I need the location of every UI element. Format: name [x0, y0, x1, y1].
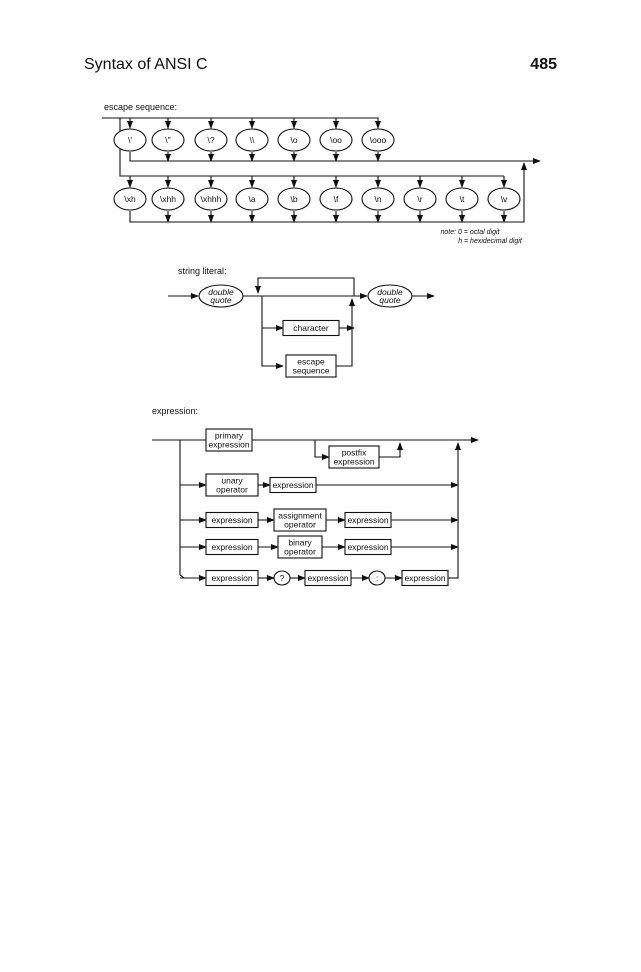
binary-operator-text: operator	[284, 547, 316, 557]
character-text: character	[293, 323, 329, 333]
colon-text: :	[376, 573, 378, 583]
expression-text: expression	[404, 573, 445, 583]
primary-expression-text: expression	[208, 440, 249, 450]
escape-sequence-text: escape	[297, 357, 325, 367]
string-literal-diagram: doublequotedoublequotecharacterescapeseq…	[168, 277, 435, 378]
escape-row1-item-text: \"	[165, 135, 170, 145]
connector-line	[129, 211, 504, 223]
page-number: 485	[530, 56, 557, 73]
escape-row2-item-oval	[403, 187, 437, 211]
escape-row2-item-oval	[445, 187, 479, 211]
expression-text: expression	[307, 573, 348, 583]
connector-line	[261, 296, 284, 331]
escape-row2-item-text: \xhh	[160, 194, 176, 204]
escape-row2-item-oval	[151, 187, 185, 211]
escape-row1-item-text: \\	[250, 135, 255, 145]
escape-row1-item-oval	[235, 128, 269, 152]
open-double-quote-text: quote	[210, 295, 232, 305]
escape-row1-item-oval	[151, 128, 185, 152]
escape-row1-item-oval	[319, 128, 353, 152]
escape-row2-item-text: \xhhh	[201, 194, 222, 204]
escape-row2-item-oval	[235, 187, 269, 211]
expression-text: expression	[272, 480, 313, 490]
escape-row2-item-oval	[361, 187, 395, 211]
unary-operator-text: operator	[216, 485, 248, 495]
escape-row1-item-oval	[113, 128, 147, 152]
connector-line	[129, 152, 541, 164]
escape-sequence-text: sequence	[293, 366, 330, 376]
escape-row2-item-oval	[487, 187, 521, 211]
note-octal: note: 0 = octal digit	[441, 229, 501, 236]
escape-row2-item-text: \t	[460, 194, 465, 204]
escape-row1-item-text: \'	[128, 135, 132, 145]
connector-line	[504, 162, 527, 223]
escape-row2-item-text: \a	[248, 194, 255, 204]
escape-row1-item-oval	[361, 128, 395, 152]
connector-line	[179, 440, 185, 579]
expression-text: expression	[211, 515, 252, 525]
escape-row2-item-text: \f	[334, 194, 339, 204]
question-mark-text: ?	[280, 573, 285, 583]
connector-line	[261, 328, 284, 369]
escape-row2-item-text: \n	[374, 194, 381, 204]
escape-row2-item-text: \v	[501, 194, 508, 204]
escape-sequence-diagram: \' \" \? \\ \o \oo \ooo \xh \xhh \xhhh \a \b \f \n \r \…	[102, 117, 541, 245]
escape-row1-item-text: \oo	[330, 135, 342, 145]
escape-row2-item-oval	[277, 187, 311, 211]
escape-row2-item-oval	[194, 187, 228, 211]
escape-row1-item-text: \ooo	[370, 135, 387, 145]
escape-row2-item-oval	[319, 187, 353, 211]
escape-row1-item-text: \?	[207, 135, 214, 145]
escape-row2-item-text: \xh	[124, 194, 136, 204]
note-hex: h = hexidecimal digit	[458, 238, 523, 245]
escape-row2-item-text: \b	[290, 194, 297, 204]
connector-line	[336, 298, 355, 367]
string-literal-label: string literal:	[178, 266, 227, 276]
escape-row1-item-oval	[277, 128, 311, 152]
assignment-operator-text: operator	[284, 520, 316, 530]
connector-line	[255, 277, 355, 296]
unary-operator-text: unary	[221, 476, 243, 486]
close-double-quote-text: quote	[379, 295, 401, 305]
close-double-quote-text: double	[377, 287, 403, 297]
page-header-title: Syntax of ANSI C	[84, 56, 208, 73]
expression-text: expression	[347, 542, 388, 552]
primary-expression-box	[205, 428, 253, 452]
open-double-quote-text: double	[208, 287, 234, 297]
expression-text: expression	[347, 515, 388, 525]
escape-row1-item-oval	[194, 128, 228, 152]
primary-expression-text: primary	[215, 431, 244, 441]
binary-operator-text: binary	[288, 538, 312, 548]
escape-row2-item-text: \r	[417, 194, 422, 204]
escape-row2-item-oval	[113, 187, 147, 211]
expression-text: expression	[211, 573, 252, 583]
escape-row1-item-text: \o	[290, 135, 297, 145]
postfix-expression-text: expression	[333, 457, 374, 467]
connector-line	[314, 440, 330, 460]
escape-sequence-label: escape sequence:	[104, 102, 178, 112]
expression-text: expression	[211, 542, 252, 552]
assignment-operator-text: assignment	[278, 511, 322, 521]
expression-diagram: primaryexpressionpostfixexpressionunaryo…	[152, 428, 479, 587]
connector-line	[379, 442, 403, 458]
postfix-expression-text: postfix	[342, 448, 367, 458]
expression-label: expression:	[152, 406, 199, 416]
